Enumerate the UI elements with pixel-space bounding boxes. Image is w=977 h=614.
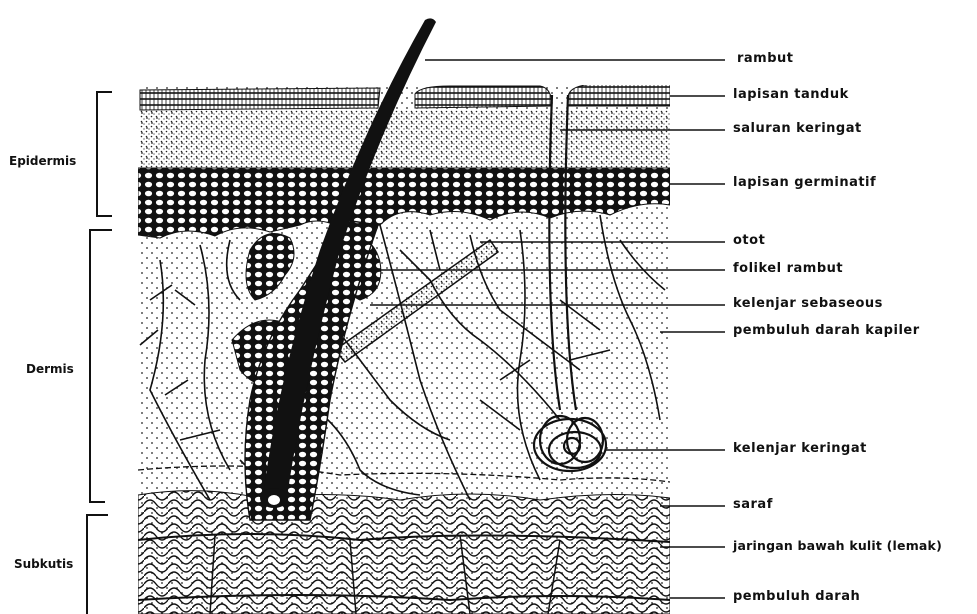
label-saluran-keringat: saluran keringat (733, 121, 862, 136)
label-folikel-rambut: folikel rambut (733, 261, 843, 276)
label-pembuluh-darah: pembuluh darah (733, 589, 860, 604)
label-pembuluh-darah-kapiler: pembuluh darah kapiler (733, 323, 920, 338)
subkutis-label: Subkutis (14, 557, 73, 571)
label-otot: otot (733, 233, 765, 248)
dermis-label: Dermis (26, 362, 74, 376)
label-kelenjar-sebaseous: kelenjar sebaseous (733, 296, 883, 311)
epidermis-label: Epidermis (9, 154, 76, 168)
label-lapisan-tanduk: lapisan tanduk (733, 87, 849, 102)
label-jaringan-bawah-kulit: jaringan bawah kulit (lemak) (733, 538, 942, 553)
side-brackets (87, 92, 112, 614)
label-kelenjar-keringat: kelenjar keringat (733, 441, 867, 456)
label-saraf: saraf (733, 497, 773, 512)
label-lapisan-germinatif: lapisan germinatif (733, 175, 876, 190)
label-rambut: rambut (737, 51, 794, 66)
skin-block (138, 84, 670, 614)
